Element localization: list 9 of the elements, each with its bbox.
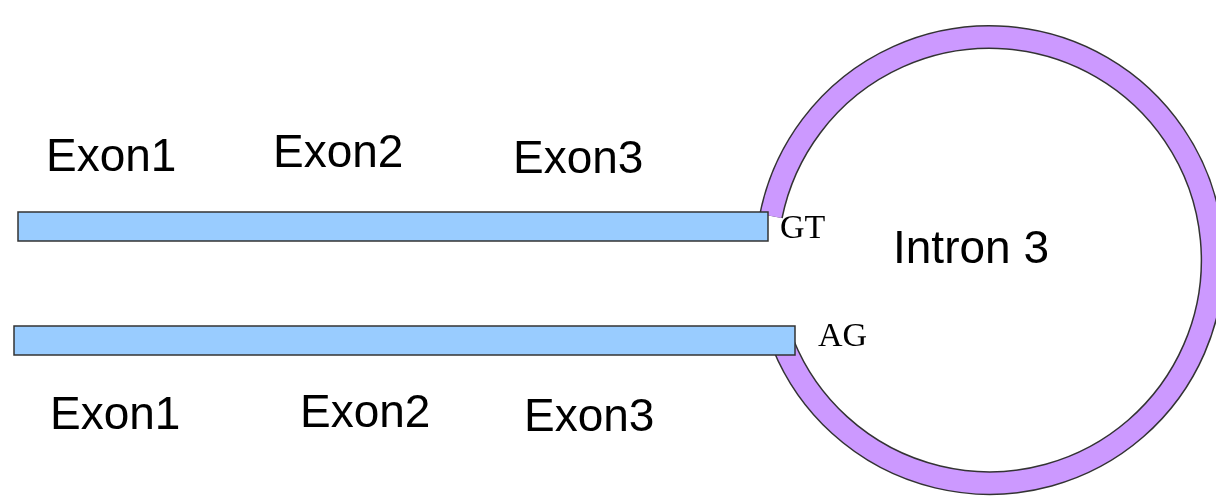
splice-site-label: AG — [818, 318, 868, 352]
exon-label: Exon2 — [300, 388, 431, 434]
exon-label: Exon3 — [524, 392, 655, 438]
exon-label: Exon3 — [513, 134, 644, 180]
exon-label: Exon2 — [273, 128, 404, 174]
intron-label: Intron 3 — [893, 224, 1049, 270]
exon-label: Exon1 — [50, 390, 181, 436]
splice-site-label: GT — [780, 210, 826, 244]
exon-label: Exon1 — [46, 132, 177, 178]
